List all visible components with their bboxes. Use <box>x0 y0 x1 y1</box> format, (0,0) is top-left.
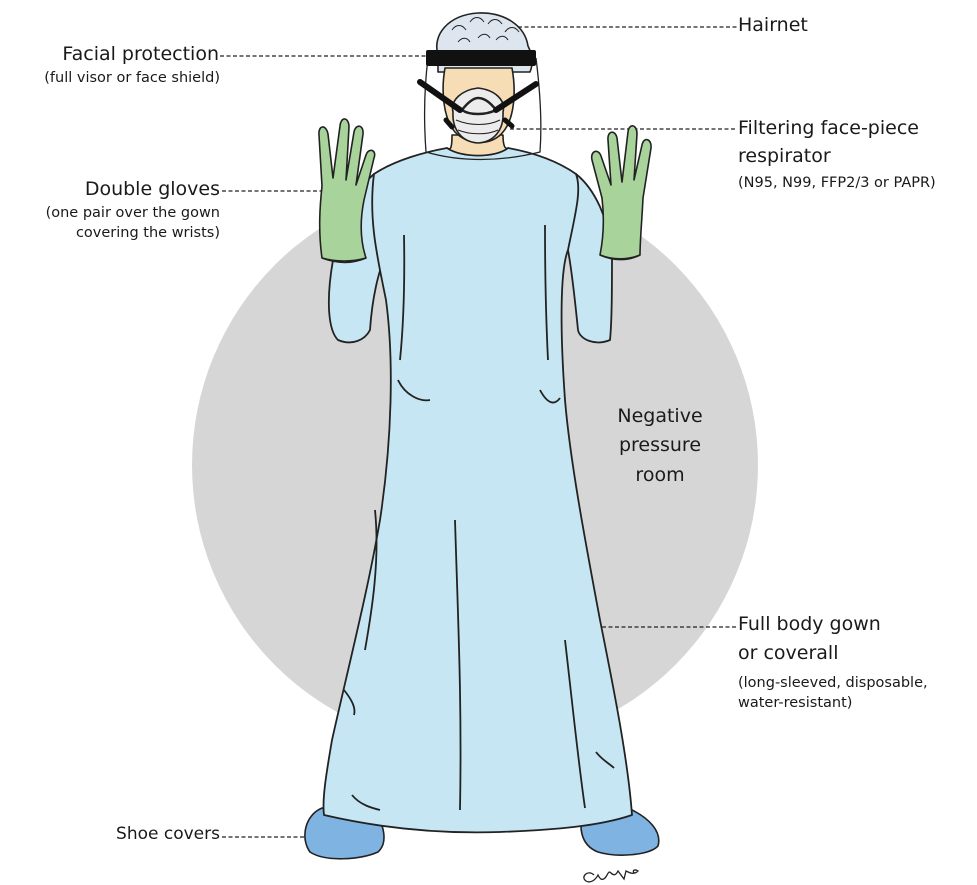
label-double-gloves: Double gloves <box>85 179 220 201</box>
respirator-mask <box>453 88 504 143</box>
artist-signature <box>584 870 638 882</box>
label-respirator-line1: Filtering face-piece <box>738 118 919 140</box>
head <box>437 13 532 156</box>
room-line2: pressure <box>585 431 735 460</box>
label-facial-protection: Facial protection <box>62 44 219 66</box>
label-negative-pressure-room: Negative pressure room <box>585 402 735 490</box>
label-double-gloves-detail1: (one pair over the gown <box>46 205 220 222</box>
visor-band <box>426 50 536 66</box>
room-line1: Negative <box>585 402 735 431</box>
label-facial-protection-detail: (full visor or face shield) <box>44 70 220 87</box>
label-double-gloves-detail2: covering the wrists) <box>76 225 220 242</box>
label-gown-line2: or coverall <box>738 643 839 665</box>
label-shoe-covers: Shoe covers <box>116 825 220 845</box>
label-respirator-detail: (N95, N99, FFP2/3 or PAPR) <box>738 175 936 192</box>
label-gown-line1: Full body gown <box>738 614 881 636</box>
label-respirator-line2: respirator <box>738 146 831 168</box>
label-gown-detail2: water-resistant) <box>738 695 852 712</box>
label-hairnet: Hairnet <box>738 15 808 37</box>
room-line3: room <box>585 461 735 490</box>
label-gown-detail1: (long-sleeved, disposable, <box>738 675 928 692</box>
